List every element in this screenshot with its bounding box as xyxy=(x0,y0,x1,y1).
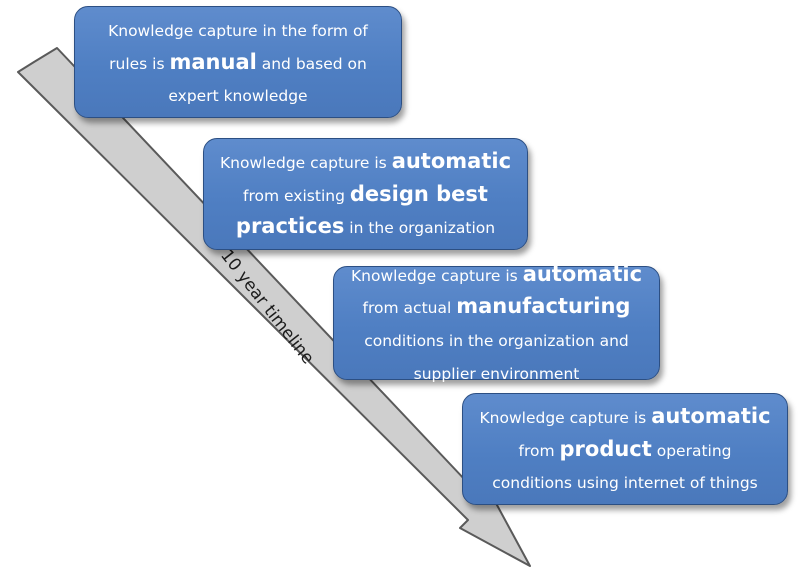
box-line: conditions in the organization and xyxy=(364,332,629,350)
stage-box-design-best-practices: Knowledge capture is automatic from exis… xyxy=(203,138,528,250)
box-line: from product operating xyxy=(518,436,732,461)
box-line: rules is manual and based on xyxy=(109,49,367,74)
stage-box-manual: Knowledge capture in the form of rules i… xyxy=(74,6,402,118)
stage-box-product-iot: Knowledge capture is automatic from prod… xyxy=(462,393,788,505)
box-line: Knowledge capture is automatic xyxy=(479,404,771,429)
box-line: Knowledge capture in the form of xyxy=(108,22,368,41)
box-line: Knowledge capture is automatic xyxy=(350,261,643,286)
box-line: practices in the organization xyxy=(235,214,496,239)
box-line: from actual manufacturing xyxy=(362,294,631,319)
box-line: supplier environment xyxy=(413,364,580,383)
box-line: conditions using internet of things xyxy=(492,474,758,493)
box-line: expert knowledge xyxy=(168,87,308,106)
box-line: from existing design best xyxy=(243,181,488,206)
timeline-arrow-shape xyxy=(17,47,531,567)
box-line: Knowledge capture is automatic xyxy=(219,149,512,174)
stage-box-manufacturing: Knowledge capture is automatic from actu… xyxy=(333,262,660,383)
